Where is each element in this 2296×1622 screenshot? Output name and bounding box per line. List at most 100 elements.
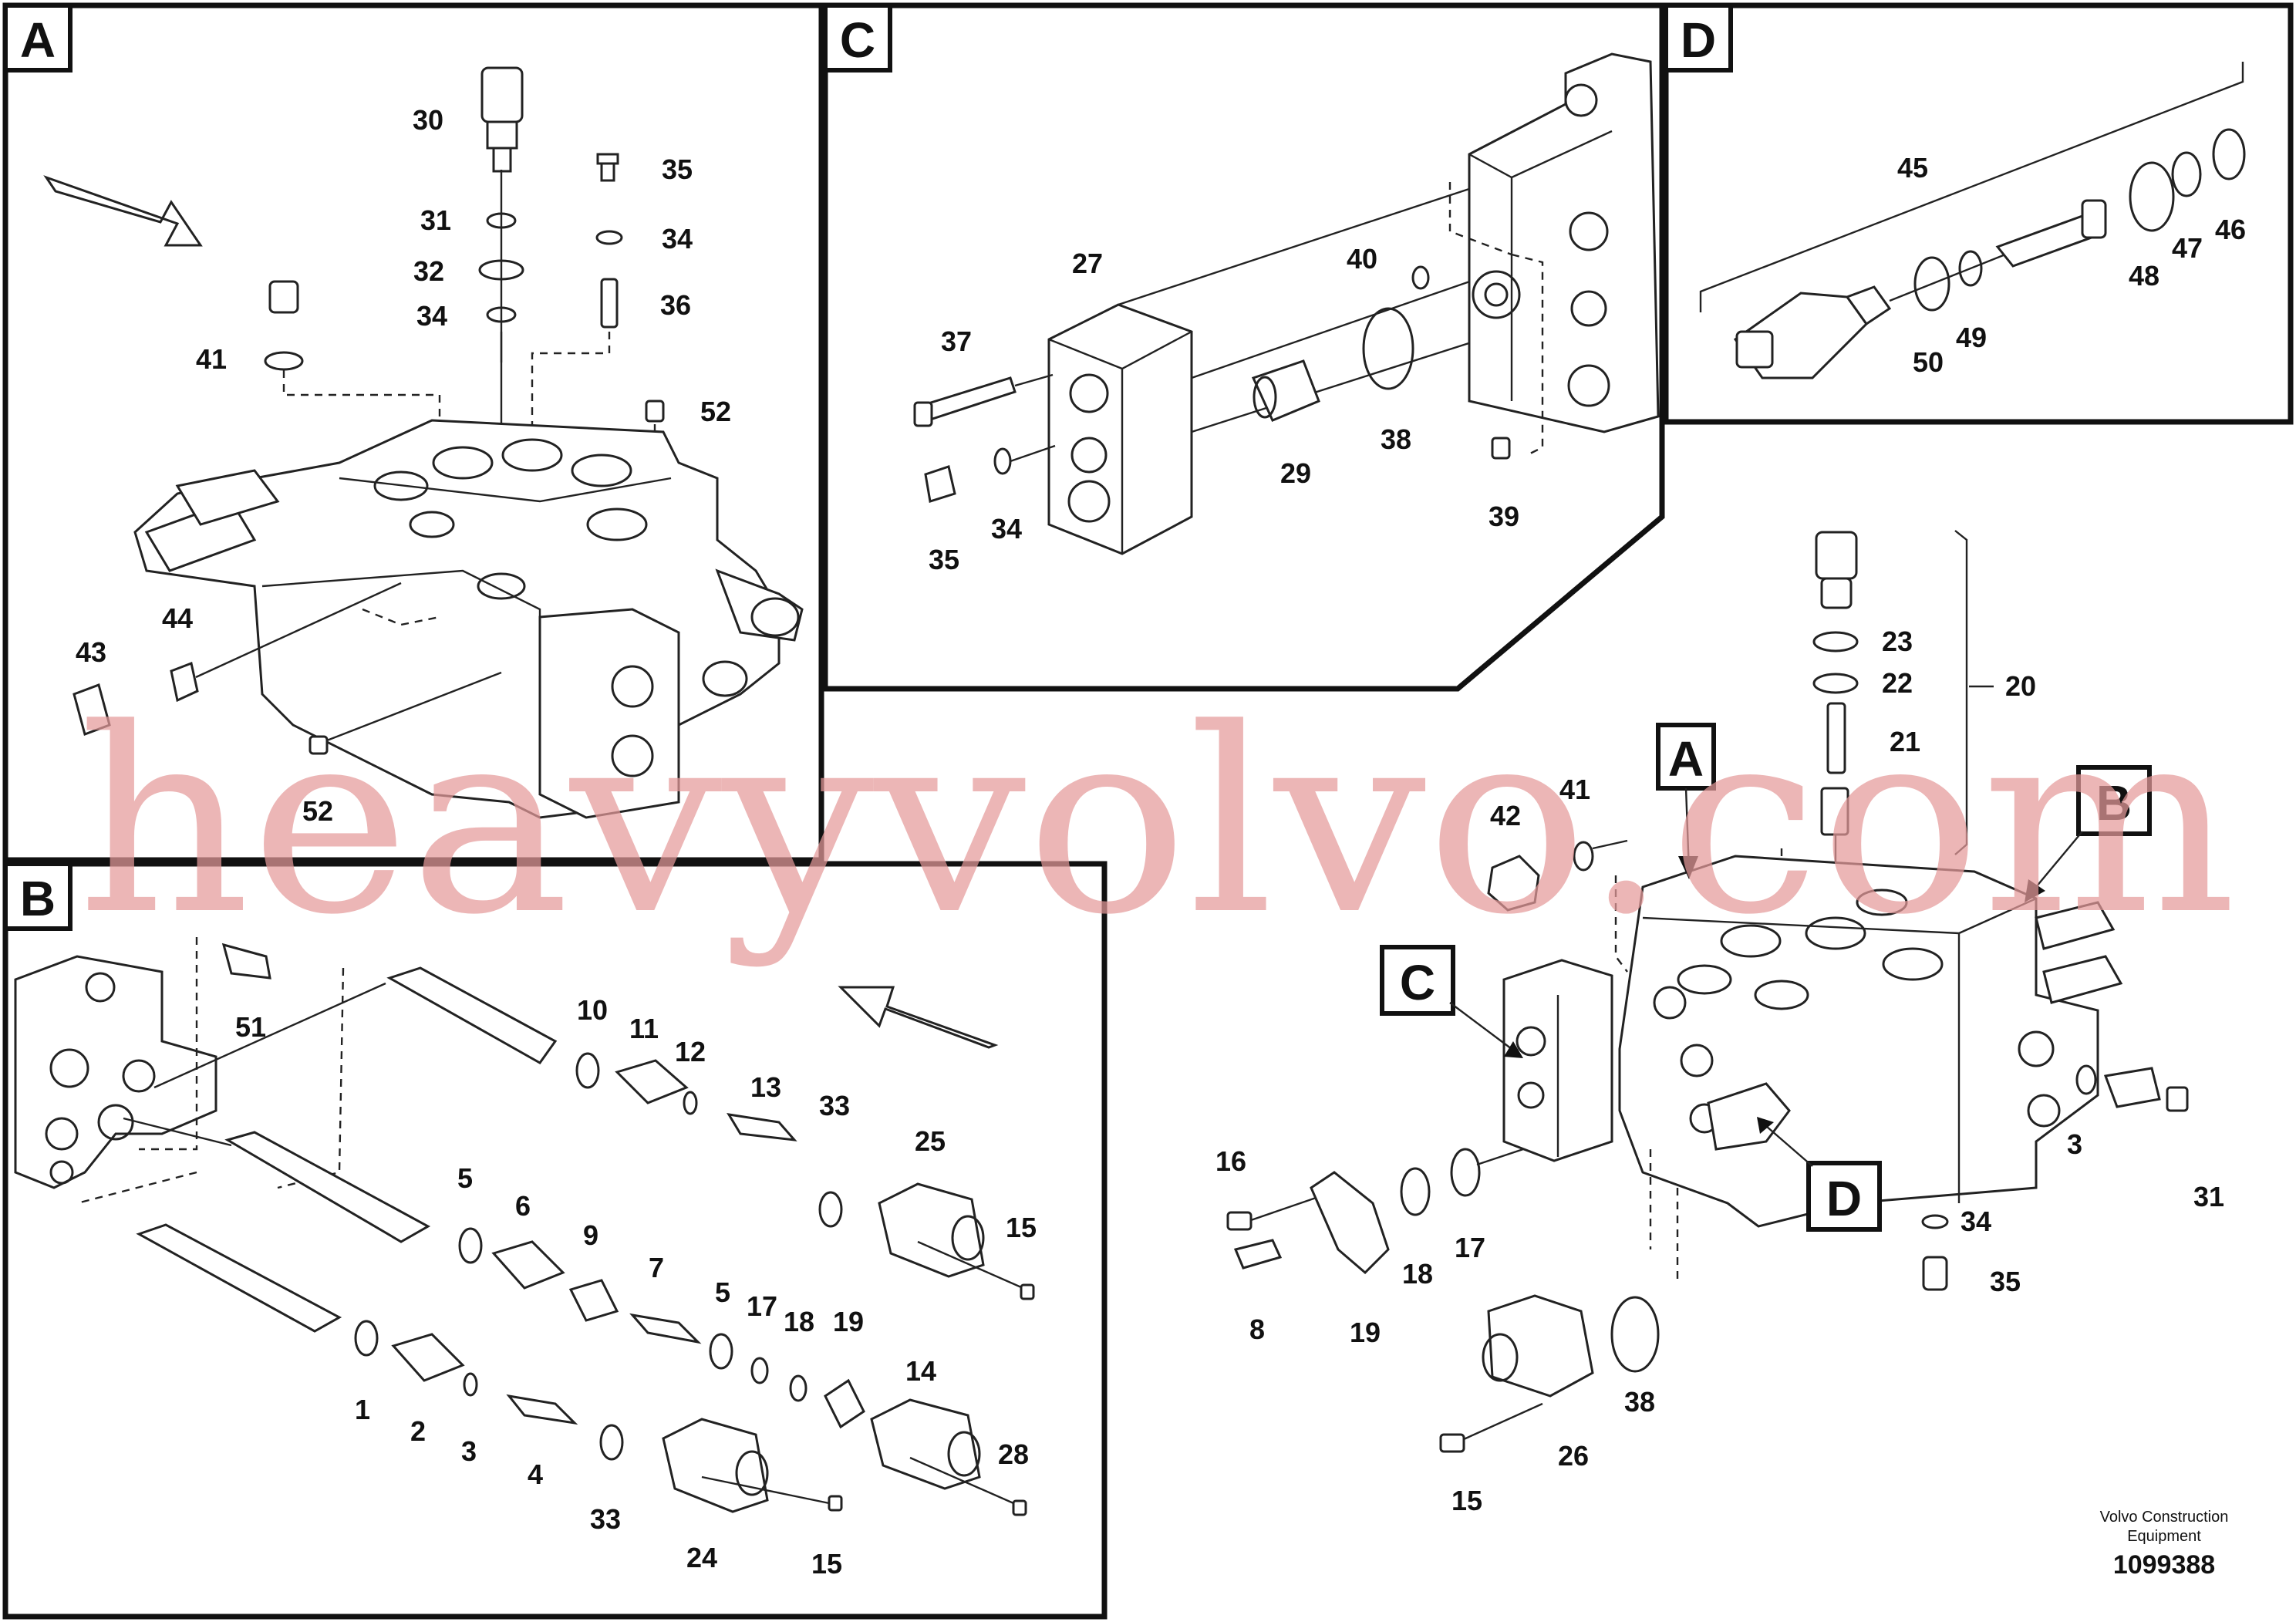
panel-b-valve-body	[14, 955, 217, 1189]
label-17: 17	[747, 1290, 777, 1322]
part-29-plug	[1251, 359, 1320, 422]
svg-text:B: B	[2096, 775, 2132, 831]
part-35-plug	[924, 465, 956, 503]
label-29: 29	[1280, 457, 1311, 489]
label-52: 52	[700, 396, 731, 427]
label-36: 36	[660, 289, 691, 321]
part-16-bolt	[1226, 1211, 1253, 1231]
part-41-plug	[268, 280, 299, 314]
label-12: 12	[675, 1036, 706, 1067]
part-15-bolt	[1439, 1433, 1465, 1453]
label-34: 34	[416, 300, 447, 332]
label-4: 4	[528, 1458, 543, 1490]
label-30: 30	[413, 104, 443, 136]
label-19: 19	[833, 1306, 864, 1337]
part-36-pin	[600, 278, 619, 329]
label-50: 50	[1913, 346, 1944, 378]
panel-a-letter: A	[20, 12, 56, 68]
panel-a-valve-body	[133, 419, 804, 819]
callout-c: C	[1380, 945, 1523, 1058]
main-assembly: A B C D 23 22 20 21 42 41 16 18 1	[1215, 530, 2224, 1516]
label-34: 34	[991, 513, 1022, 545]
label-1: 1	[355, 1394, 370, 1425]
panel-d-letter: D	[1681, 12, 1716, 68]
label-34: 34	[1961, 1206, 1991, 1237]
label-14: 14	[905, 1355, 936, 1387]
part-38-oring	[1610, 1296, 1660, 1373]
label-17: 17	[1455, 1232, 1485, 1263]
label-38: 38	[1381, 423, 1411, 455]
flow-arrow-icon	[838, 986, 999, 1049]
label-41: 41	[196, 343, 227, 375]
part-4-pin	[506, 1394, 578, 1425]
label-31: 31	[2193, 1181, 2224, 1212]
part-43-spring	[72, 683, 111, 736]
panel-c-valve-body	[1468, 52, 1660, 433]
label-15: 15	[1006, 1212, 1037, 1243]
label-42: 42	[1490, 800, 1521, 831]
label-8: 8	[1249, 1313, 1265, 1345]
footer-company: Volvo Construction	[2100, 1509, 2229, 1526]
panel-a: A	[2, 2, 824, 863]
label-5: 5	[457, 1162, 473, 1194]
label-15: 15	[1451, 1485, 1482, 1516]
label-41: 41	[1559, 774, 1590, 805]
part-24-housing	[662, 1418, 769, 1513]
label-6: 6	[515, 1190, 531, 1222]
label-33: 33	[819, 1090, 850, 1121]
part-spring-assembly	[1995, 199, 2107, 268]
label-43: 43	[76, 636, 106, 668]
label-49: 49	[1956, 322, 1987, 353]
label-44: 44	[162, 602, 193, 634]
svg-text:D: D	[1826, 1171, 1862, 1226]
part-21-spring	[1826, 702, 1846, 774]
label-9: 9	[583, 1219, 598, 1251]
label-26: 26	[1558, 1440, 1589, 1472]
label-18: 18	[1402, 1258, 1433, 1290]
part-42-plug	[1487, 855, 1540, 912]
part-35-plug	[596, 153, 619, 182]
part-7-pin	[629, 1313, 702, 1344]
label-16: 16	[1215, 1145, 1246, 1177]
part-14-housing	[870, 1398, 981, 1490]
label-33: 33	[590, 1503, 621, 1535]
label-35: 35	[662, 153, 693, 185]
label-22: 22	[1882, 667, 1913, 699]
label-13: 13	[750, 1071, 781, 1103]
label-21: 21	[1890, 726, 1920, 757]
label-19: 19	[1350, 1317, 1381, 1348]
part-11-spring	[615, 1059, 689, 1104]
label-34: 34	[662, 223, 693, 255]
part-35-plug	[1922, 1256, 1948, 1291]
panel-c-letter: C	[840, 12, 875, 68]
panel-c: C	[822, 2, 1665, 692]
panel-d: D 45 46 47 48 49 50	[1663, 2, 2294, 425]
label-37: 37	[941, 325, 972, 357]
part-20-relief-valve	[1815, 531, 1858, 609]
label-18: 18	[784, 1306, 814, 1337]
label-3: 3	[461, 1435, 477, 1467]
main-c-block	[1502, 959, 1613, 1162]
part-30-plug	[480, 66, 524, 173]
panel-b: B	[2, 861, 1108, 1620]
part-26-housing	[1482, 1294, 1594, 1398]
label-40: 40	[1347, 243, 1377, 275]
part-19-plate	[824, 1378, 865, 1429]
part-17-oring	[1450, 1148, 1481, 1197]
part-2-spring	[391, 1333, 465, 1382]
top-spool	[153, 966, 558, 1089]
label-3: 3	[2067, 1128, 2082, 1160]
label-35: 35	[929, 544, 959, 575]
label-27: 27	[1072, 248, 1103, 279]
label-48: 48	[2129, 260, 2159, 292]
label-28: 28	[998, 1438, 1029, 1470]
part-38-oring	[1362, 307, 1414, 390]
label-46: 46	[2215, 214, 2246, 245]
callout-a: A	[1656, 723, 1716, 879]
label-47: 47	[2172, 232, 2203, 264]
middle-spool	[224, 1131, 431, 1243]
bottom-spool	[136, 1223, 342, 1333]
label-52: 52	[302, 795, 333, 827]
label-32: 32	[413, 255, 444, 287]
